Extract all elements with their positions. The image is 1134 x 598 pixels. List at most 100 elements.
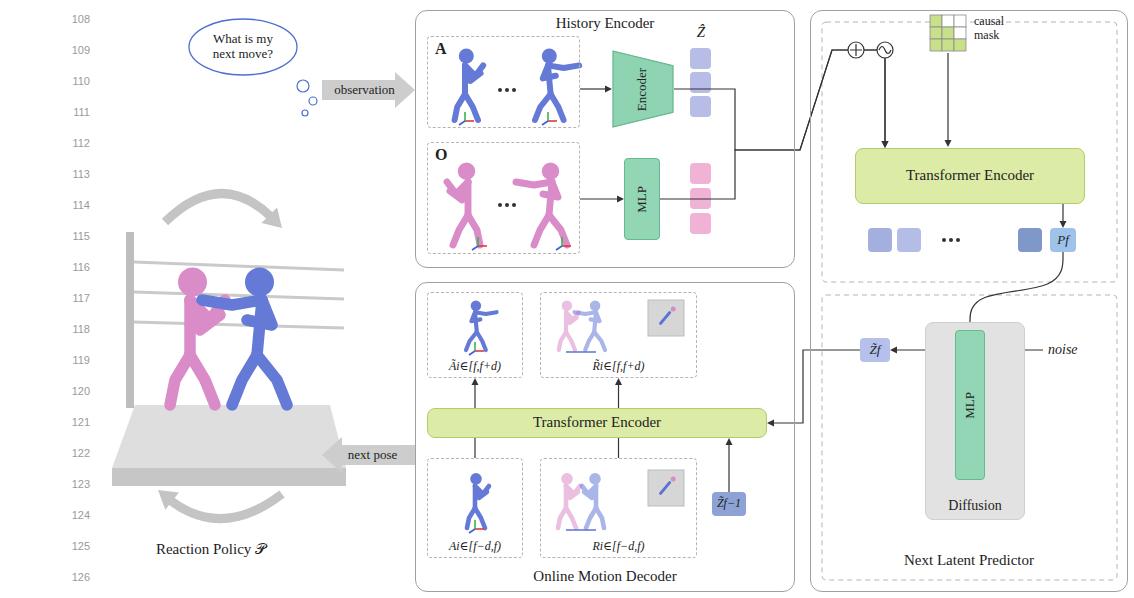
figure-head xyxy=(589,473,601,485)
sequence-box: Ãi∈[f,f+d) xyxy=(427,292,523,378)
ellipsis-dot xyxy=(498,203,502,207)
figure-limb xyxy=(202,300,262,305)
node-label: Encoder xyxy=(636,67,651,110)
connector xyxy=(474,382,475,408)
ellipsis-dot xyxy=(949,238,953,242)
figure-limb xyxy=(232,355,257,405)
ellipsis-dot xyxy=(956,238,960,242)
y-axis xyxy=(547,112,549,121)
latent-symbol: Ẑ xyxy=(697,24,705,41)
ring-rope xyxy=(134,292,344,299)
line-number: 110 xyxy=(72,75,90,88)
annotation: causal mask xyxy=(974,15,1020,43)
mask-cell xyxy=(954,15,966,27)
connector xyxy=(728,442,729,492)
latent-token: Z̃f−1 xyxy=(712,492,746,516)
top-view-map xyxy=(648,300,684,336)
figure-limb xyxy=(450,182,468,200)
sine-wave xyxy=(879,47,891,54)
map-opponent xyxy=(671,307,676,312)
connector xyxy=(618,438,619,458)
edge-label: next pose xyxy=(346,448,399,463)
axis-triad xyxy=(542,112,557,125)
figure-limb xyxy=(535,94,551,120)
figure-limb xyxy=(549,215,567,245)
transformer-block: Transformer Encoder xyxy=(427,408,767,438)
figure-limb xyxy=(453,215,468,245)
human-figure xyxy=(535,49,579,121)
connector xyxy=(970,252,1063,326)
figure-limb xyxy=(551,94,564,120)
node-label: Z̃f−1 xyxy=(717,497,741,511)
axis-triad xyxy=(472,237,487,250)
figure-limb xyxy=(586,508,596,528)
token xyxy=(897,228,921,252)
figure-head xyxy=(542,49,557,64)
z-axis xyxy=(556,246,562,250)
node-label: Pf xyxy=(1057,233,1069,248)
connector-group xyxy=(767,350,860,427)
sequence-box: R̃i∈[f,f+d) xyxy=(540,292,697,378)
figure-limb xyxy=(566,332,575,350)
mlp-block: MLP xyxy=(955,330,985,480)
axis-triad xyxy=(556,237,571,250)
latent-token: Z̃f xyxy=(860,338,890,362)
arrowhead xyxy=(890,347,897,354)
relative-vector xyxy=(566,351,596,353)
node-label: Ãi∈[f,f+d) xyxy=(449,360,501,374)
connector xyxy=(580,198,620,199)
figure-limb xyxy=(534,215,549,245)
sequence-box: Ri∈[f−d,f) xyxy=(540,458,697,558)
figure-limb xyxy=(585,332,594,350)
figure-head xyxy=(562,301,572,311)
token xyxy=(690,48,711,69)
connector-group xyxy=(615,378,622,408)
diffusion-block: DiffusionMLP xyxy=(925,322,1025,520)
arrowhead xyxy=(605,86,612,93)
ellipsis-dot xyxy=(505,88,509,92)
ring-edge xyxy=(112,468,346,486)
connector-group xyxy=(472,378,479,408)
figure-limb xyxy=(468,215,480,245)
flow-arrow xyxy=(322,80,396,100)
figure-limb xyxy=(471,312,480,321)
node-label: Transformer Encoder xyxy=(533,414,661,431)
figure-limb xyxy=(559,332,566,350)
positional-encoding xyxy=(877,42,893,58)
thought-dot xyxy=(309,97,317,105)
token xyxy=(868,228,892,252)
figure-head xyxy=(458,163,475,180)
figure-head xyxy=(590,301,600,311)
y-axis xyxy=(477,237,479,246)
node-label: Online Motion Decoder xyxy=(533,568,676,585)
bubble-outline xyxy=(189,19,297,75)
turn-arrow xyxy=(170,494,282,519)
connector xyxy=(1062,204,1063,224)
mask-cell xyxy=(930,15,942,27)
speech-bubble: What is my next move? xyxy=(188,18,298,76)
module-panel: Next Latent PredictorTransformer Encoder… xyxy=(810,10,1128,592)
node-label: Next Latent Predictor xyxy=(904,552,1034,569)
line-number: 111 xyxy=(73,106,90,119)
mask-cell xyxy=(930,39,942,51)
turn-arrow xyxy=(165,193,270,222)
token xyxy=(690,163,711,184)
x-axis xyxy=(465,120,474,122)
figure-limb xyxy=(257,355,287,405)
line-number: 124 xyxy=(72,509,90,522)
map-opponent xyxy=(671,477,676,482)
line-number: 114 xyxy=(72,199,90,212)
figure-limb xyxy=(574,312,596,314)
input-label: noise xyxy=(1048,342,1078,358)
trapezoid-outline xyxy=(613,51,673,127)
line-number: 113 xyxy=(72,168,90,181)
figure-limb xyxy=(558,508,566,528)
mask-cell xyxy=(942,27,954,39)
line-number: 108 xyxy=(72,13,90,26)
module-panel: History EncoderAEncoderOMLP xyxy=(415,10,795,268)
figure-limb xyxy=(591,312,600,321)
ring-floor xyxy=(112,405,346,468)
human-figure xyxy=(466,301,497,351)
